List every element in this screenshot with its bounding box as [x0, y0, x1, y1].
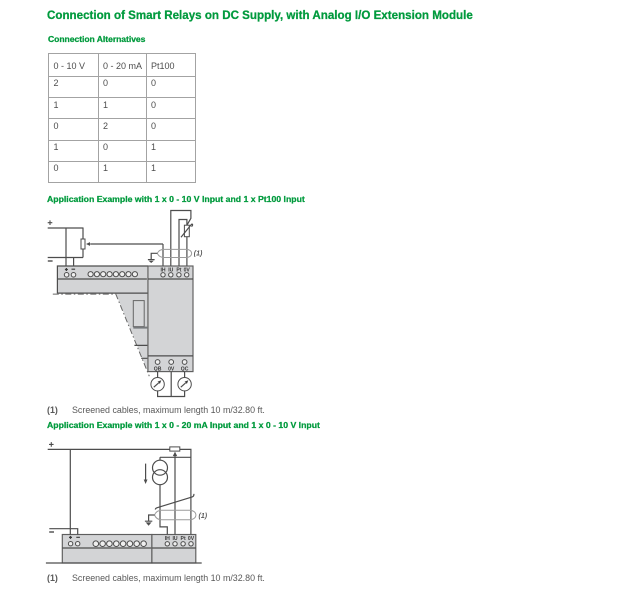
svg-text:0V: 0V	[184, 267, 191, 273]
svg-text:Pt: Pt	[176, 267, 181, 273]
svg-text:0V: 0V	[188, 536, 195, 542]
svg-text:IU: IU	[168, 267, 173, 273]
svg-text:Pt: Pt	[181, 536, 186, 542]
svg-text:0V: 0V	[168, 367, 175, 373]
svg-text:IH: IH	[160, 267, 165, 273]
svg-text:IU: IU	[172, 536, 177, 542]
svg-text:IH: IH	[165, 536, 170, 542]
svg-text:QB: QB	[154, 367, 162, 373]
svg-text:(1): (1)	[194, 251, 203, 258]
svg-text:QC: QC	[181, 367, 189, 373]
svg-text:(1): (1)	[199, 513, 208, 520]
